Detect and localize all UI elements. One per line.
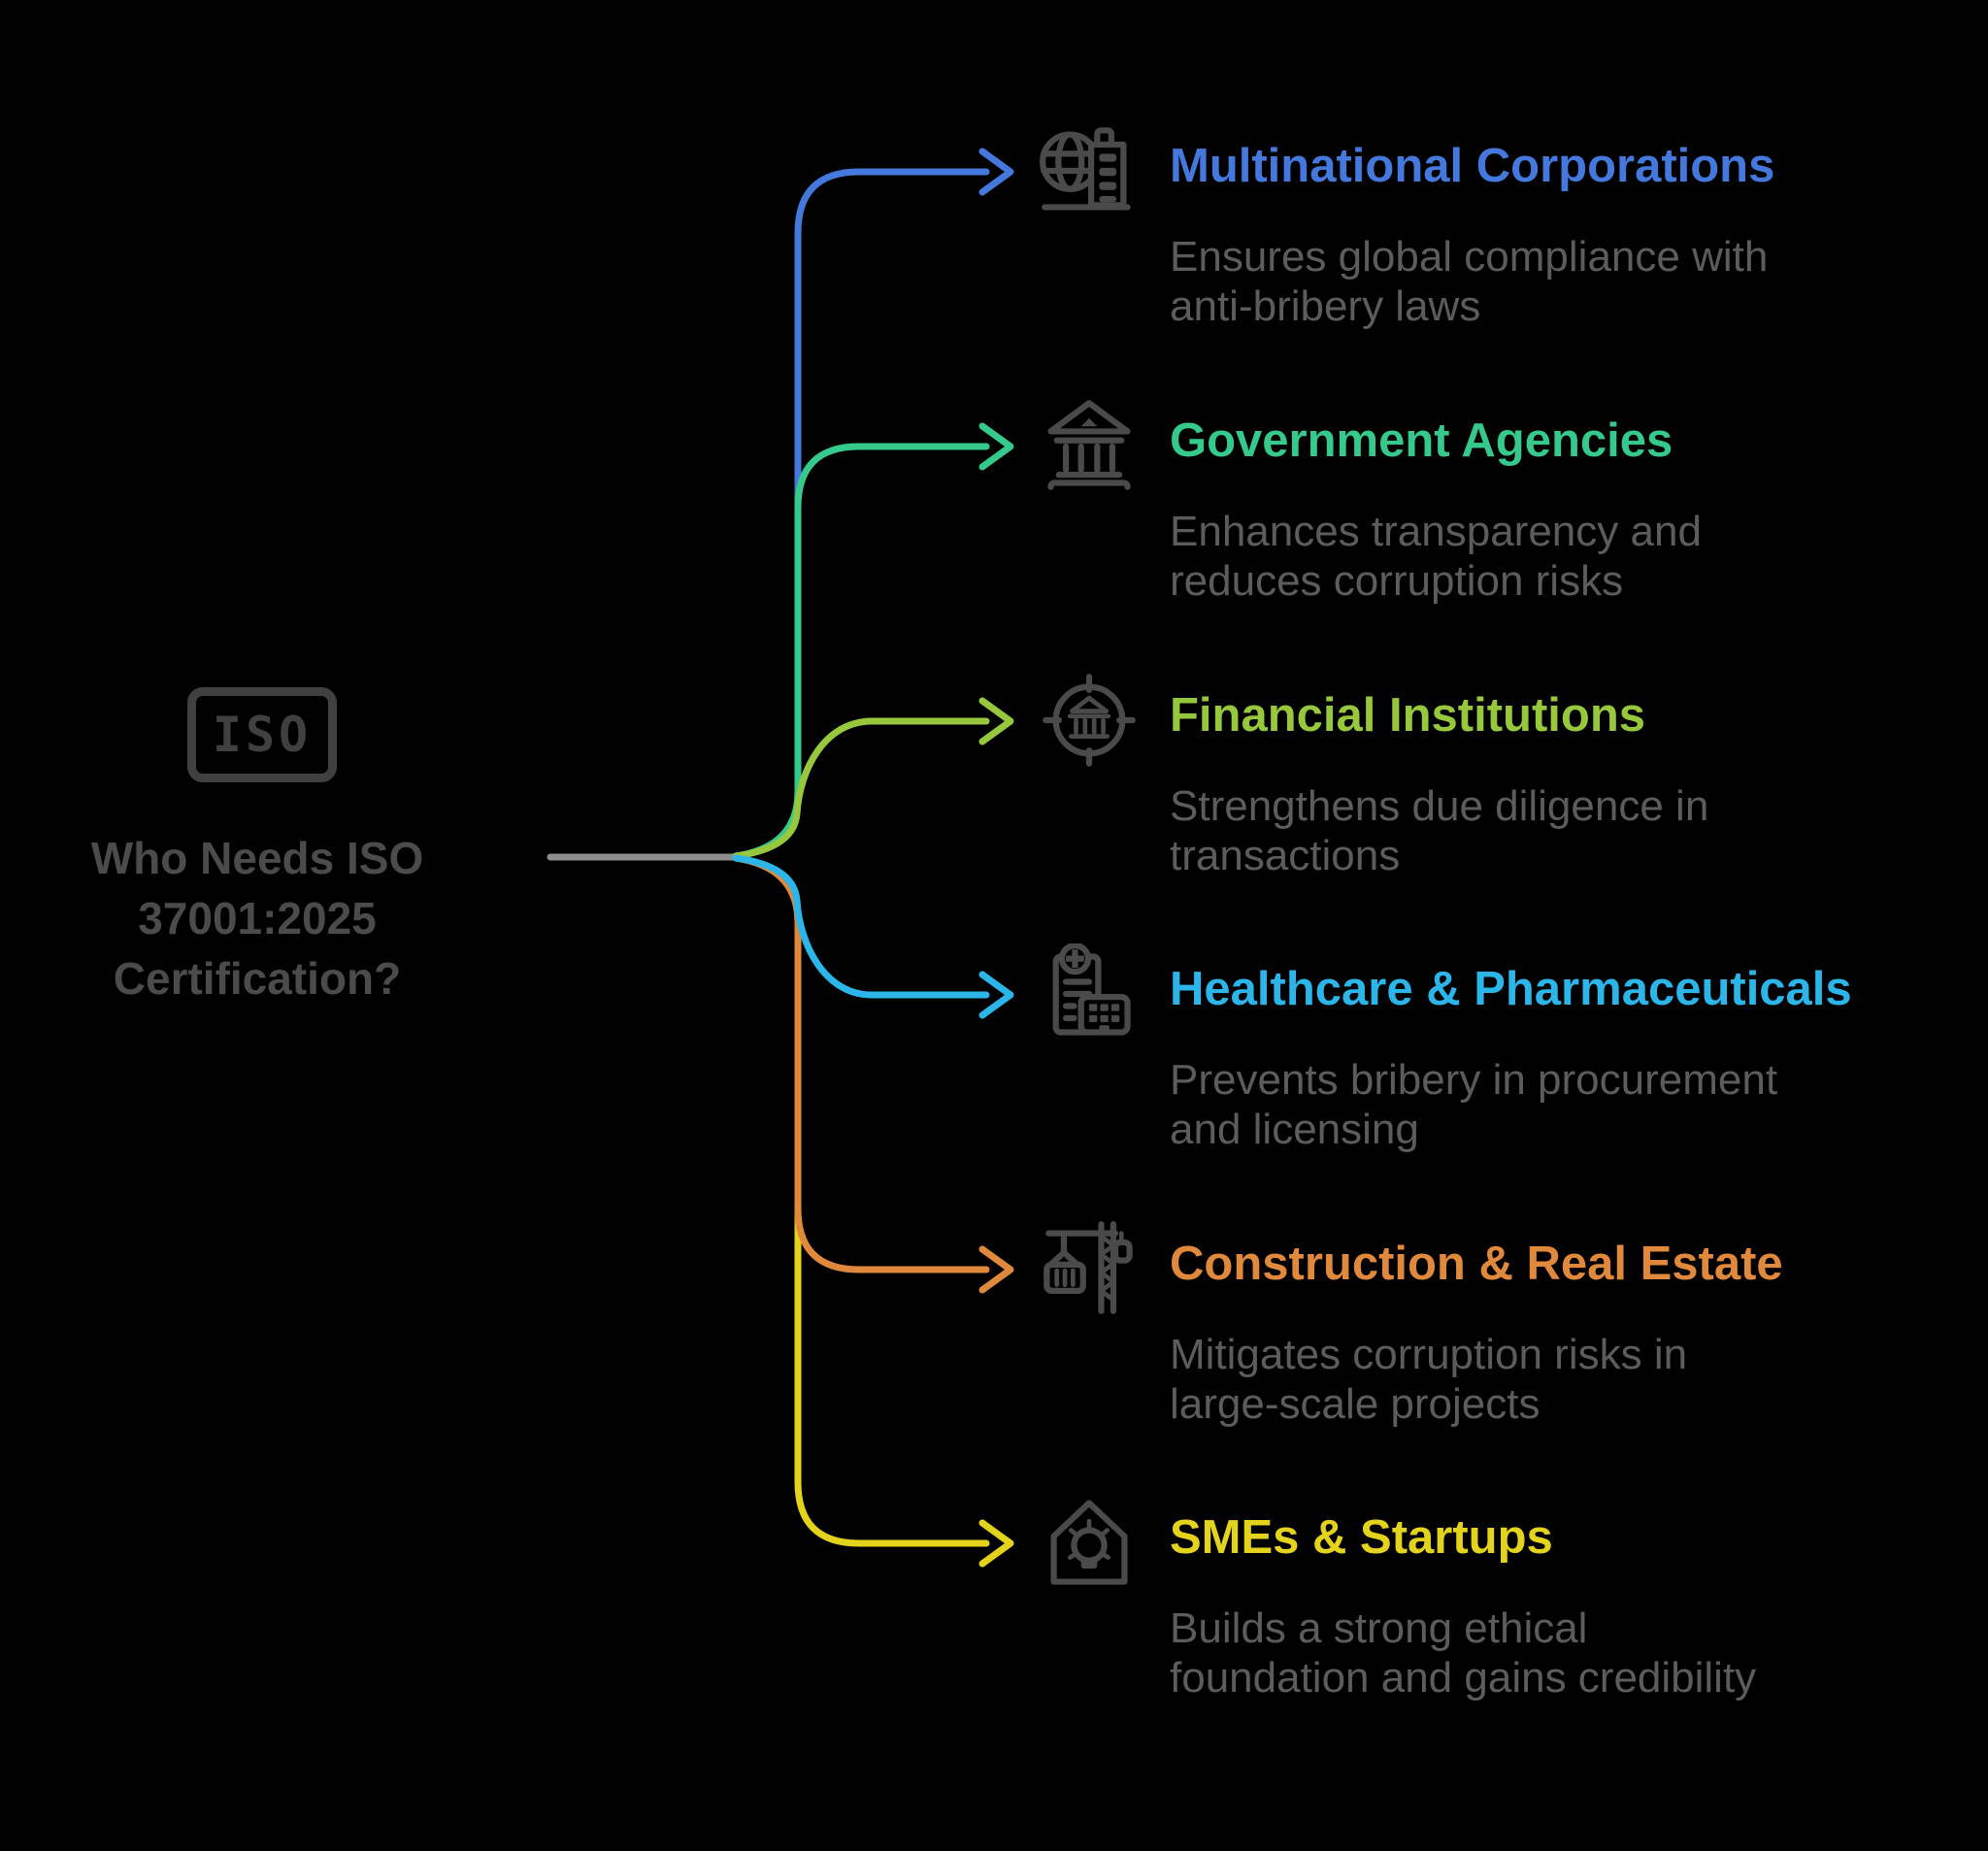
crane-icon xyxy=(1039,1218,1140,1319)
iso-badge-label: ISO xyxy=(212,707,313,763)
row-title-multinational: Multinational Corporations xyxy=(1170,140,1775,192)
branch-line-financial xyxy=(732,717,990,860)
branch-line-multinational xyxy=(732,168,990,860)
row-title-healthcare: Healthcare & Pharmaceuticals xyxy=(1170,963,1852,1015)
house-lightbulb-icon xyxy=(1039,1492,1140,1593)
branch-line-smes xyxy=(732,854,990,1547)
row-desc-financial: Strengthens due diligence in transaction… xyxy=(1170,782,1709,879)
globe-building-icon xyxy=(1039,120,1140,221)
bank-target-icon xyxy=(1039,670,1140,771)
row-title-construction: Construction & Real Estate xyxy=(1170,1238,1783,1290)
row-title-smes: SMEs & Startups xyxy=(1170,1511,1553,1564)
arrowhead-smes xyxy=(978,1519,1014,1568)
arrowhead-construction xyxy=(978,1245,1014,1294)
row-desc-government: Enhances transparency and reduces corrup… xyxy=(1170,508,1702,605)
branch-line-healthcare xyxy=(732,854,990,999)
hospital-clipboard-icon xyxy=(1039,942,1140,1044)
arrowhead-multinational xyxy=(978,148,1014,196)
government-building-icon xyxy=(1039,395,1140,496)
branch-line-construction xyxy=(732,854,990,1273)
row-desc-multinational: Ensures global compliance with anti-brib… xyxy=(1170,233,1769,330)
row-desc-smes: Builds a strong ethical foundation and g… xyxy=(1170,1604,1757,1702)
page-title: Who Needs ISO 37001:2025 Certification? xyxy=(90,833,424,1004)
branch-line-government xyxy=(732,443,990,860)
iso-badge: ISO xyxy=(187,687,337,782)
row-desc-healthcare: Prevents bribery in procurement and lice… xyxy=(1170,1056,1778,1153)
arrowhead-financial xyxy=(978,697,1014,745)
row-title-government: Government Agencies xyxy=(1170,414,1673,467)
arrowhead-government xyxy=(978,422,1014,471)
row-title-financial: Financial Institutions xyxy=(1170,689,1646,742)
arrowhead-healthcare xyxy=(978,971,1014,1019)
row-desc-construction: Mitigates corruption risks in large-scal… xyxy=(1170,1331,1688,1428)
